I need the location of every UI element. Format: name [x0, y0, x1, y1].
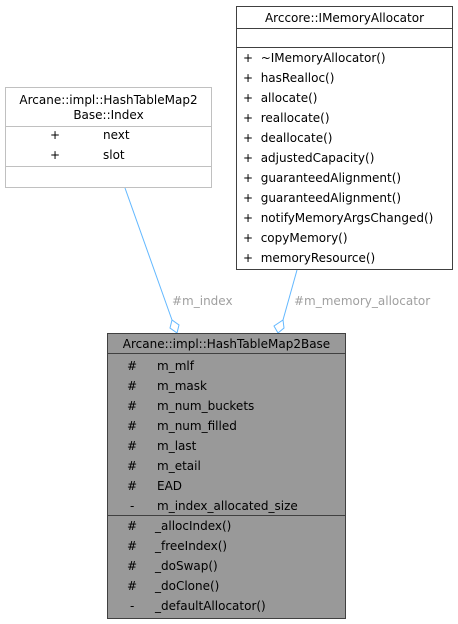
- main-class-attributes: # m_mlf # m_mask # m_num_buckets # m_num…: [108, 354, 345, 516]
- index-class-box[interactable]: Arcane::impl::HashTableMap2 Base::Index …: [5, 87, 212, 188]
- main-method-vis: -: [130, 599, 135, 613]
- allocator-class-box[interactable]: Arccore::IMemoryAllocator + ~IMemoryAllo…: [236, 6, 453, 270]
- index-attr-vis: +: [50, 128, 61, 142]
- allocator-method: + adjustedCapacity(): [243, 151, 375, 165]
- main-class-name: Arcane::impl::HashTableMap2Base: [122, 337, 331, 351]
- main-attr-vis: #: [127, 399, 138, 413]
- main-method-vis: #: [127, 519, 138, 533]
- main-method-name: _allocIndex(): [155, 519, 232, 533]
- main-attr-vis: #: [127, 379, 138, 393]
- index-aggregation-diamond: [169, 319, 180, 334]
- allocator-method: + guaranteedAlignment(): [243, 171, 402, 185]
- main-method-vis: #: [127, 559, 138, 573]
- main-attr-vis: -: [130, 499, 135, 513]
- main-method-name: _freeIndex(): [155, 539, 228, 553]
- allocator-method: + notifyMemoryArgsChanged(): [243, 211, 434, 225]
- allocator-method: + ~IMemoryAllocator(): [243, 51, 386, 65]
- allocator-method: + guaranteedAlignment(): [243, 191, 402, 205]
- allocator-method: + allocate(): [243, 91, 318, 105]
- main-attr-name: m_index_allocated_size: [157, 499, 298, 513]
- index-class-name-line2: Base::Index: [73, 108, 144, 122]
- main-attr-vis: #: [127, 479, 138, 493]
- allocator-method: + reallocate(): [243, 111, 330, 125]
- allocator-class-name: Arccore::IMemoryAllocator: [264, 11, 425, 25]
- index-class-attributes: + next + slot: [6, 127, 211, 167]
- main-attr-name: EAD: [157, 479, 183, 493]
- main-method-name: _defaultAllocator(): [155, 599, 266, 613]
- main-attr-vis: #: [127, 439, 138, 453]
- allocator-method: + memoryResource(): [243, 251, 376, 265]
- allocator-edge: [282, 269, 298, 321]
- main-class-title: Arcane::impl::HashTableMap2Base: [108, 334, 345, 354]
- index-attr-vis: +: [50, 148, 61, 162]
- main-attr-name: m_mask: [157, 379, 207, 393]
- index-class-title: Arcane::impl::HashTableMap2 Base::Index: [6, 88, 211, 127]
- main-class-methods: # _allocIndex() # _freeIndex() # _doSwap…: [108, 516, 345, 616]
- main-method-name: _doSwap(): [155, 559, 218, 573]
- allocator-class-attributes: [237, 29, 452, 48]
- main-method-vis: #: [127, 539, 138, 553]
- index-edge: [124, 187, 173, 321]
- allocator-aggregation-diamond: [273, 319, 285, 334]
- main-method-name: _doClone(): [155, 579, 220, 593]
- main-method-vis: #: [127, 579, 138, 593]
- main-attr-vis: #: [127, 419, 138, 433]
- allocator-class-methods: + ~IMemoryAllocator() + hasRealloc() + a…: [237, 48, 452, 269]
- allocator-method: + deallocate(): [243, 131, 333, 145]
- main-attr-name: m_num_filled: [157, 419, 237, 433]
- index-attr-name: slot: [103, 148, 125, 162]
- main-attr-name: m_last: [157, 439, 197, 453]
- index-attr-name: next: [103, 128, 130, 142]
- allocator-method: + hasRealloc(): [243, 71, 335, 85]
- main-attr-vis: #: [127, 459, 138, 473]
- main-attr-name: m_num_buckets: [157, 399, 255, 413]
- main-attr-name: m_etail: [157, 459, 201, 473]
- index-class-methods: [6, 167, 211, 186]
- allocator-class-title: Arccore::IMemoryAllocator: [237, 7, 452, 29]
- main-attr-vis: #: [127, 359, 138, 373]
- allocator-method: + copyMemory(): [243, 231, 348, 245]
- allocator-edge-label: #m_memory_allocator: [294, 294, 431, 308]
- main-attr-name: m_mlf: [157, 359, 194, 373]
- index-class-name-line1: Arcane::impl::HashTableMap2: [19, 93, 198, 107]
- index-edge-label: #m_index: [172, 294, 233, 308]
- main-class-box[interactable]: Arcane::impl::HashTableMap2Base # m_mlf …: [107, 333, 346, 619]
